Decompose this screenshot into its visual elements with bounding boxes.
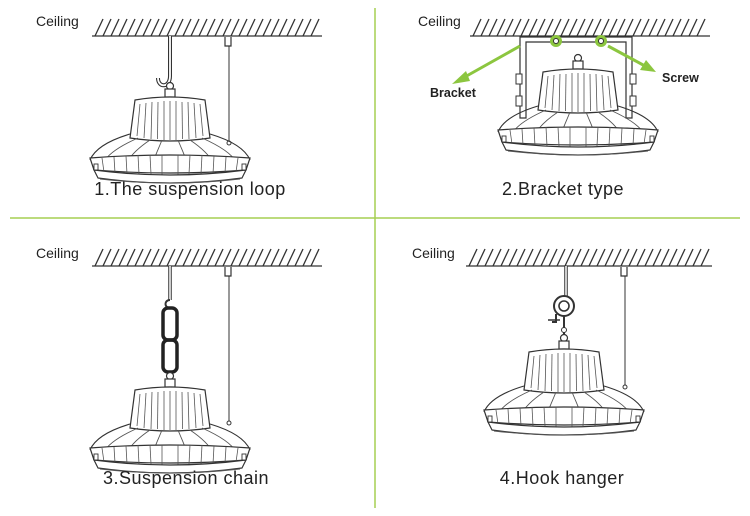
high-bay-lamp	[89, 81, 251, 184]
ceiling-line	[470, 18, 710, 37]
high-bay-lamp	[483, 333, 645, 436]
screw-icon	[550, 35, 607, 47]
bracket-arrow	[452, 44, 521, 84]
ceiling-line	[92, 18, 322, 37]
panel-hook-hanger: Ceiling	[412, 245, 712, 488]
panel-caption: 1.The suspension loop	[94, 179, 286, 199]
ceiling-line	[466, 248, 712, 267]
panel-caption: 4.Hook hanger	[500, 468, 625, 488]
ceiling-label: Ceiling	[418, 13, 461, 29]
panel-bracket-type: Ceiling	[418, 13, 710, 199]
safety-cable	[224, 37, 232, 146]
panel-suspension-chain: Ceiling	[36, 245, 322, 488]
panel-caption: 2.Bracket type	[502, 179, 624, 199]
high-bay-lamp	[89, 371, 251, 474]
ceiling-line	[92, 248, 322, 267]
panel-caption: 3.Suspension chain	[103, 468, 269, 488]
ceiling-label: Ceiling	[412, 245, 455, 261]
screw-label: Screw	[662, 71, 699, 85]
hook-hanger	[548, 266, 575, 344]
safety-cable	[620, 267, 628, 390]
suspension-loop-hook	[156, 36, 172, 88]
bracket-label: Bracket	[430, 86, 477, 100]
screw-arrow	[607, 44, 656, 72]
panel-suspension-loop: Ceiling	[36, 13, 322, 199]
safety-cable	[224, 267, 232, 426]
ceiling-label: Ceiling	[36, 13, 79, 29]
ceiling-label: Ceiling	[36, 245, 79, 261]
mounting-bracket	[515, 36, 637, 119]
suspension-chain	[161, 266, 179, 388]
